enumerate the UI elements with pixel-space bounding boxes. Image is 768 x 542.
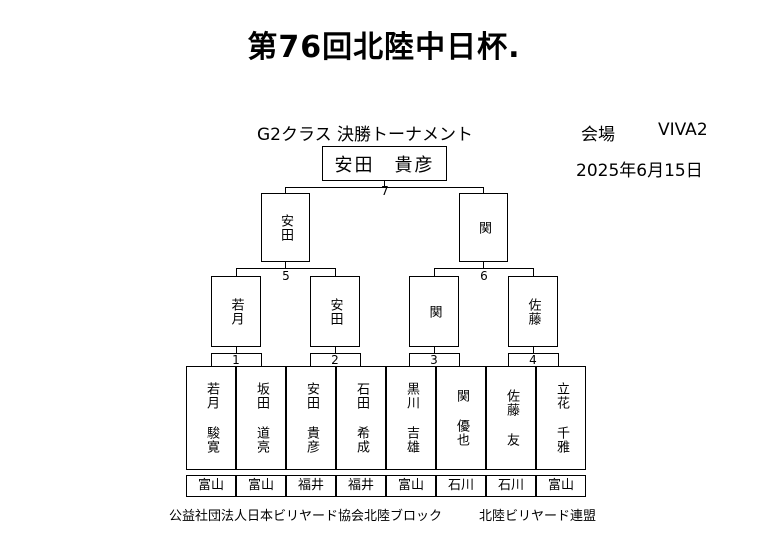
player-family-name: 安田 bbox=[304, 382, 319, 410]
player-prefecture: 富山 bbox=[186, 475, 236, 497]
player-prefecture: 福井 bbox=[336, 475, 386, 497]
quarterfinal-name: 若月 bbox=[228, 297, 244, 326]
quarterfinal-winner: 佐藤 bbox=[508, 276, 558, 347]
player-prefecture: 富山 bbox=[536, 475, 586, 497]
player-given-name: 道亮 bbox=[254, 426, 269, 454]
player-given-name: 吉雄 bbox=[404, 426, 419, 454]
player-family-name: 坂田 bbox=[254, 382, 269, 410]
match-number-final: 7 bbox=[381, 184, 389, 198]
player-prefecture: 富山 bbox=[386, 475, 436, 497]
footer-organizer: 公益社団法人日本ビリヤード協会北陸ブロック bbox=[169, 509, 443, 524]
footer-federation: 北陸ビリヤード連盟 bbox=[479, 509, 597, 524]
player-cell: 坂田 道亮 bbox=[236, 366, 286, 470]
quarterfinal-winner: 関 bbox=[409, 276, 459, 347]
player-cell: 若月 駿寛 bbox=[186, 366, 236, 470]
player-cell: 安田 貴彦 bbox=[286, 366, 336, 470]
player-prefecture: 石川 bbox=[486, 475, 536, 497]
semifinal-winner-left: 安田 bbox=[261, 193, 310, 262]
player-prefecture: 福井 bbox=[286, 475, 336, 497]
player-given-name: 千雅 bbox=[554, 426, 569, 454]
match-number: 6 bbox=[480, 269, 488, 283]
player-prefecture: 石川 bbox=[436, 475, 486, 497]
venue-name: VIVA2 bbox=[658, 120, 708, 140]
quarterfinal-name: 関 bbox=[426, 304, 442, 319]
player-given-name: 駿寛 bbox=[204, 426, 219, 454]
player-cell: 石田 希成 bbox=[336, 366, 386, 470]
player-given-name: 優也 bbox=[454, 419, 469, 447]
tournament-name: G2クラス 決勝トーナメント bbox=[257, 125, 474, 145]
player-family-name: 石田 bbox=[354, 382, 369, 410]
event-date: 2025年6月15日 bbox=[576, 161, 703, 181]
player-prefecture: 富山 bbox=[236, 475, 286, 497]
quarterfinal-name: 佐藤 bbox=[525, 297, 541, 326]
player-family-name: 佐藤 bbox=[504, 389, 519, 417]
champion-box: 安田 貴彦 bbox=[322, 146, 447, 181]
match-number: 1 bbox=[232, 353, 240, 367]
champion-name: 安田 貴彦 bbox=[334, 154, 435, 176]
player-cell: 関 優也 bbox=[436, 366, 486, 470]
venue-label: 会場 bbox=[581, 125, 615, 145]
player-given-name: 希成 bbox=[354, 426, 369, 454]
player-family-name: 黒川 bbox=[404, 382, 419, 410]
match-number: 4 bbox=[529, 353, 537, 367]
quarterfinal-winner: 若月 bbox=[211, 276, 261, 347]
player-cell: 佐藤 友 bbox=[486, 366, 536, 470]
match-number: 2 bbox=[331, 353, 339, 367]
match-number: 5 bbox=[282, 269, 290, 283]
player-cell: 黒川 吉雄 bbox=[386, 366, 436, 470]
semifinal-name: 安田 bbox=[278, 213, 293, 242]
semifinal-winner-right: 関 bbox=[459, 193, 508, 262]
semifinal-name: 関 bbox=[476, 220, 491, 235]
player-cell: 立花 千雅 bbox=[536, 366, 586, 470]
player-family-name: 立花 bbox=[554, 382, 569, 410]
quarterfinal-name: 安田 bbox=[327, 297, 343, 326]
page-title: 第76回北陸中日杯. bbox=[247, 30, 521, 65]
match-number: 3 bbox=[430, 353, 438, 367]
player-family-name: 若月 bbox=[204, 382, 219, 410]
player-given-name: 貴彦 bbox=[304, 426, 319, 454]
player-given-name: 友 bbox=[504, 433, 519, 447]
player-family-name: 関 bbox=[454, 389, 469, 403]
quarterfinal-winner: 安田 bbox=[310, 276, 360, 347]
